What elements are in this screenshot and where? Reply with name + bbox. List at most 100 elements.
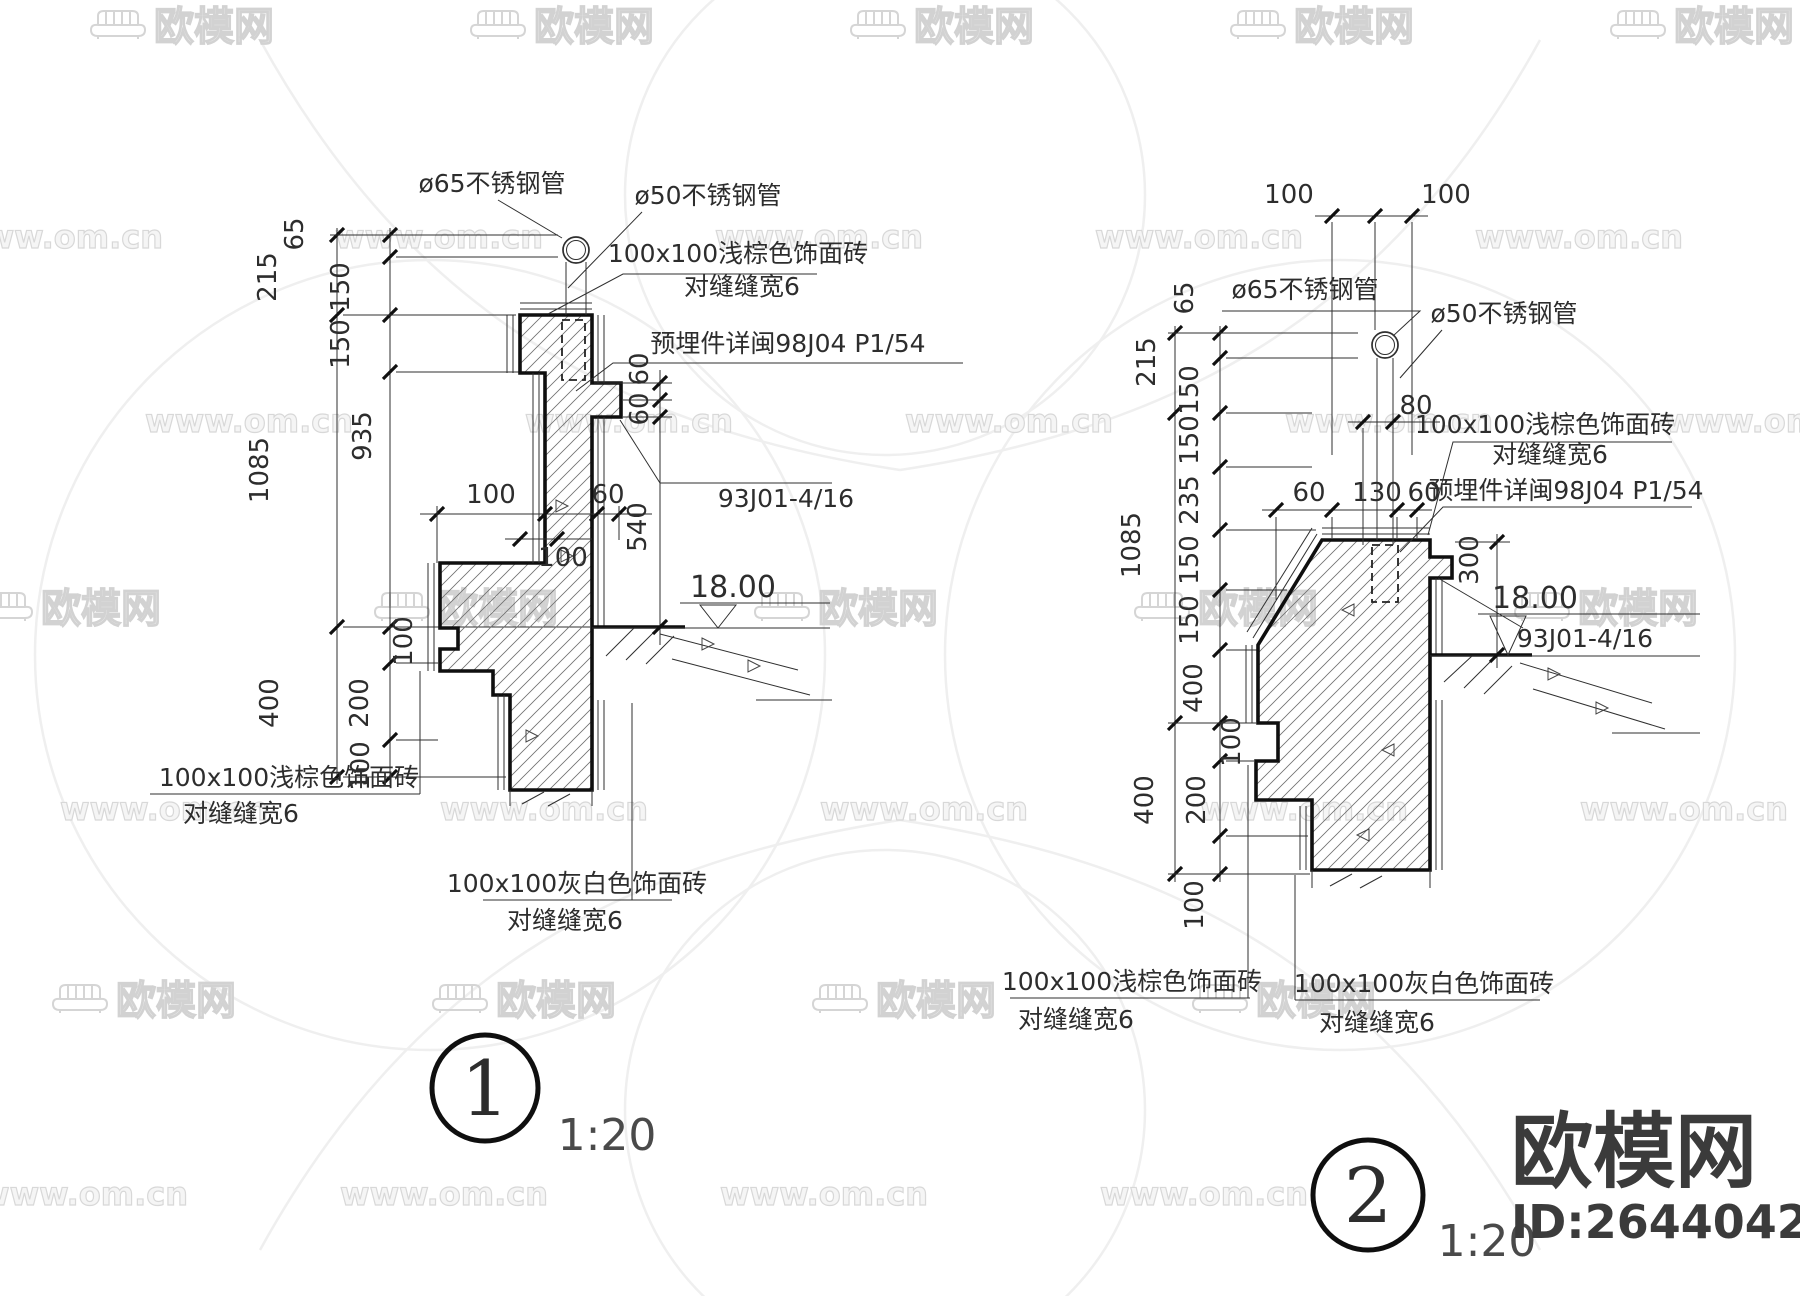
sofa-icon [52,984,108,1014]
detail2-title: 2 1:20 [1310,1137,1536,1267]
dim-label: 100 [1217,717,1247,767]
dim-label: 100 [1180,880,1210,930]
watermark-url: www.om.cn [1475,218,1683,256]
annotation-br-joint: 对缝缝宽6 [1319,1008,1435,1037]
detail2-mid-dims: 60 130 60 [1262,478,1441,600]
annotation-bl-joint: 对缝缝宽6 [183,799,299,828]
detail1-title: 1 1:20 [429,1032,657,1161]
dim-label: 300 [1455,535,1485,585]
dim-label: 1085 [1117,512,1147,578]
dim-label: 150 [1175,415,1205,465]
watermark-url: www.om.cn [0,1175,188,1213]
dim-label: 60 [625,392,655,425]
detail1-dim-chains: 215 1085 400 65 150 150 935 100 200 100 [245,217,590,791]
watermark-url: www.om.cn [335,218,543,256]
dim-label: 215 [253,252,283,302]
dim-label: 130 [1352,478,1402,508]
detail-number: 2 [1344,1151,1392,1240]
background-ornaments [33,0,1737,1296]
pipe-65-section [562,236,590,264]
sofa-icon [432,984,488,1014]
detail-1: 215 1085 400 65 150 150 935 100 200 100 [150,169,963,1161]
dim-label: 235 [1175,475,1205,525]
sofa-icon [812,984,868,1014]
watermark-url: www.om.cn [720,1175,928,1213]
detail1-annotations: ø65不锈钢管 ø50不锈钢管 100x100浅棕色饰面砖 对缝缝宽6 预埋件详… [150,169,963,935]
watermark-url: www.om.cn [1100,1175,1308,1213]
dim-label: 150 [326,319,356,369]
sofa-icon [470,10,526,40]
sofa-icon [850,10,906,40]
detail-scale: 1:20 [558,1110,657,1161]
watermark-brand: 欧模网 [116,978,236,1024]
annotation-bl-joint: 对缝缝宽6 [1018,1005,1134,1034]
dim-label: 935 [348,411,378,461]
annotation-tile-brown: 100x100浅棕色饰面砖 [1415,410,1675,439]
dim-label: 80 [1399,391,1432,421]
dim-label: 150 [1175,535,1205,585]
dim-label: 60 [591,480,624,510]
detail-number-circle [1310,1137,1426,1253]
annotation-bl-tile: 100x100浅棕色饰面砖 [159,763,419,792]
detail-number-circle [429,1032,541,1144]
watermark-url: www.om.cn [340,1175,548,1213]
dim-label: 200 [1182,775,1212,825]
embedded-sleeve [1371,544,1399,603]
watermark-url: www.om.cn [820,790,1028,828]
annotation-joint: 对缝缝宽6 [684,272,800,301]
dim-label: 60 [1292,478,1325,508]
pipe-65-section [1371,331,1399,359]
dim-label: 60 [1407,478,1440,508]
watermark-brand: 欧模网 [914,4,1034,50]
dim-label: 215 [1132,337,1162,387]
dim-label: 100 [538,543,588,573]
watermark-url: www.om.cn [715,218,923,256]
detail1-width-dims: 100 60 100 [420,480,652,573]
detail2-80-dim: 80 [1348,391,1440,545]
detail2-annotations: ø65不锈钢管 ø50不锈钢管 100x100浅棕色饰面砖 对缝缝宽6 预埋件详… [1002,275,1704,1037]
dim-label: 150 [1175,595,1205,645]
dim-label: 100 [346,741,376,791]
dim-label: 65 [1170,281,1200,314]
detail-number: 1 [461,1044,509,1133]
watermark-url: www.om.cn [1095,218,1303,256]
detail1-right-dims: 60 60 540 [594,352,672,645]
sofa-icon [90,10,146,40]
annotation-bl-tile: 100x100浅棕色饰面砖 [1002,967,1262,996]
watermark-brand: 欧模网 [1256,978,1376,1024]
watermark-brand: 欧模网 [818,586,938,632]
annotation-pipe50: ø50不锈钢管 [634,181,781,210]
sofa-icon [0,592,33,622]
annotation-std-ref: 93J01-4/16 [718,484,854,513]
sofa-icon [1230,10,1286,40]
detail-2: 215 1085 400 65 150 150 235 150 150 400 … [1002,180,1704,1267]
annotation-pipe65: ø65不锈钢管 [418,169,565,198]
detail2-top-dims: 100 100 [1264,180,1471,455]
watermark-brand: 欧模网 [534,4,654,50]
watermark-brand: 欧模网 [1578,586,1698,632]
dim-label: 65 [280,217,310,250]
wall-outline [438,313,623,792]
watermark-url: www.om.cn [0,218,163,256]
annotation-embed: 预埋件详闽98J04 P1/54 [650,329,925,358]
detail2-300-dim: 300 [1455,533,1510,668]
annotation-pipe65: ø65不锈钢管 [1231,275,1378,304]
site-branding: 欧模网 ID:2644042 [1511,1105,1800,1249]
annotation-pipe50: ø50不锈钢管 [1430,299,1577,328]
dim-label: 60 [625,352,655,385]
detail2-dim-chains: 215 1085 400 65 150 150 235 150 150 400 … [1117,281,1358,930]
embedded-sleeve [561,319,586,381]
watermark-url: www.om.cn [1580,790,1788,828]
dim-label: 400 [1130,775,1160,825]
watermark-brand: 欧模网 [41,586,161,632]
dim-label: 400 [1179,663,1209,713]
watermark-url: www.om.cn [1665,402,1800,440]
dim-label: 100 [1264,180,1314,210]
watermark-brand: 欧模网 [1294,4,1414,50]
watermark-url: www.om.cn [440,790,648,828]
dim-label: 150 [326,262,356,312]
detail1-wall-section [427,236,832,807]
dim-label: 1085 [245,437,275,503]
